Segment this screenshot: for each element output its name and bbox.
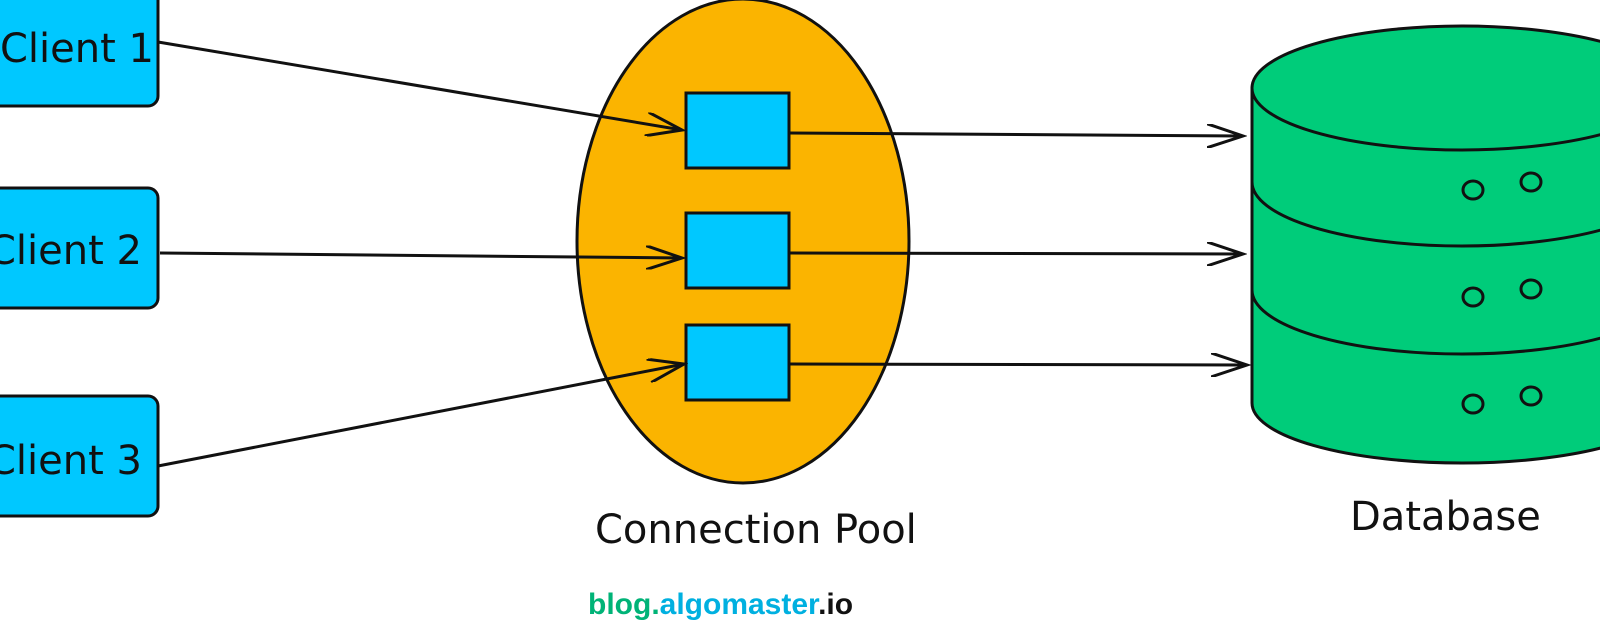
client-label-1: Client 1: [0, 26, 154, 72]
database-cylinder: [1250, 24, 1600, 465]
footer-part-algomaster: algomaster: [659, 588, 819, 621]
pool-caption: Connection Pool: [595, 507, 917, 553]
pool-connection-2: [684, 211, 791, 290]
client-label-2: Client 2: [0, 228, 142, 274]
arrow-pool-to-db-3: [788, 364, 1247, 365]
db-indicator-dot: [1519, 385, 1543, 407]
client-label-3: Client 3: [0, 438, 142, 484]
footer-part-io: .io: [818, 588, 854, 621]
arrow-client1-to-pool: [157, 40, 682, 130]
db-indicator-dot: [1461, 286, 1485, 308]
arrow-pool-to-db-1: [788, 133, 1243, 136]
client-box-2: Client 2: [0, 186, 160, 310]
arrow-client3-to-pool: [157, 364, 684, 468]
database-caption: Database: [1350, 494, 1541, 540]
footer-dot: .: [651, 588, 660, 621]
db-indicator-dot: [1519, 278, 1543, 300]
pool-connection-1: [684, 91, 791, 170]
db-indicator-dot: [1519, 171, 1543, 193]
db-indicator-dot: [1461, 393, 1485, 415]
db-indicator-dot: [1461, 179, 1485, 201]
pool-connection-3: [684, 323, 791, 402]
arrow-pool-to-db-2: [788, 253, 1243, 254]
client-box-3: Client 3: [0, 394, 160, 518]
arrow-client2-to-pool: [159, 253, 682, 258]
footer-part-blog: blog: [588, 588, 652, 621]
footer-brand: blog.algomaster.io: [588, 590, 853, 620]
client-box-1: Client 1: [0, 0, 160, 108]
